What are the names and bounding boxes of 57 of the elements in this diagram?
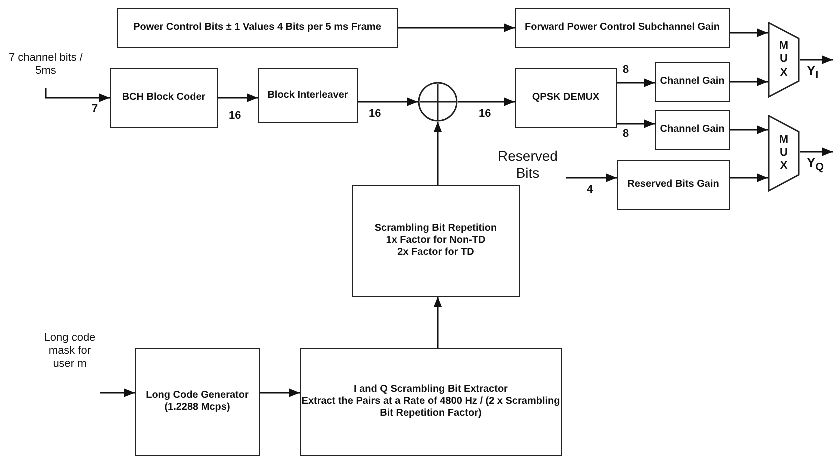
arrow bbox=[100, 388, 135, 398]
process-block bbox=[300, 348, 562, 456]
summing-junction bbox=[418, 82, 458, 122]
arrow bbox=[617, 120, 655, 128]
arrow bbox=[730, 28, 768, 38]
process-block bbox=[110, 68, 218, 128]
arrow bbox=[358, 98, 418, 106]
input-label: Reserved Bits bbox=[497, 148, 559, 182]
block-text: Block Interleaver bbox=[268, 90, 348, 102]
block-text: Channel Gain bbox=[660, 76, 725, 88]
input-label: 7 channel bits / 5ms bbox=[8, 52, 84, 78]
block-text: I and Q Scrambling Bit Extractor bbox=[354, 384, 508, 396]
block-text: M U X bbox=[778, 134, 790, 174]
process-block bbox=[352, 185, 520, 297]
edge-label: 16 bbox=[228, 110, 242, 122]
edge-label: 16 bbox=[478, 108, 492, 120]
block-text: Power Control Bits ± 1 Values 4 Bits per 5 ms Frame bbox=[134, 22, 382, 34]
edge-label: 8 bbox=[622, 128, 630, 140]
process-block bbox=[117, 8, 398, 48]
process-block bbox=[135, 348, 260, 456]
arrow bbox=[45, 88, 110, 102]
block-text: Long Code Generator (1.2288 Mcps) bbox=[145, 390, 250, 414]
block-text: 2x Factor for TD bbox=[398, 247, 474, 259]
arrow bbox=[800, 148, 833, 156]
arrow bbox=[434, 122, 442, 185]
process-block bbox=[258, 68, 358, 123]
arrow bbox=[398, 24, 515, 32]
block-text: Forward Power Control Subchannel Gain bbox=[524, 22, 720, 34]
arrow bbox=[218, 94, 258, 102]
arrow bbox=[260, 388, 300, 398]
process-block bbox=[655, 62, 730, 102]
block-text: Scrambling Bit Repetition bbox=[374, 223, 498, 235]
arrow bbox=[730, 78, 768, 86]
arrow bbox=[730, 126, 768, 134]
process-block bbox=[515, 68, 617, 128]
block-text: BCH Block Coder bbox=[122, 92, 206, 104]
block-text: Channel Gain bbox=[660, 124, 725, 136]
edge-label: 16 bbox=[368, 108, 382, 120]
block-text: M U X bbox=[778, 40, 790, 80]
block-text: Reserved Bits Gain bbox=[628, 179, 720, 191]
arrow bbox=[617, 78, 655, 88]
multiplexer bbox=[768, 115, 800, 192]
output-label: Y$_{Q}$ bbox=[806, 156, 826, 174]
block-text: 1x Factor for Non-TD bbox=[386, 235, 486, 247]
block-text: Extract the Pairs at a Rate of 4800 Hz / (2 x Scrambling Bit Repetition Factor) bbox=[301, 396, 561, 420]
arrow bbox=[800, 56, 833, 64]
process-block bbox=[655, 110, 730, 150]
arrow bbox=[566, 174, 617, 182]
input-label: Long code mask for user m bbox=[43, 332, 97, 372]
block-text: QPSK DEMUX bbox=[532, 92, 600, 104]
edge-label: 8 bbox=[622, 64, 630, 76]
process-block bbox=[617, 160, 730, 210]
multiplexer bbox=[768, 22, 800, 98]
arrow bbox=[434, 297, 442, 348]
arrow bbox=[730, 174, 768, 182]
process-block bbox=[515, 8, 730, 48]
arrow bbox=[458, 98, 515, 106]
